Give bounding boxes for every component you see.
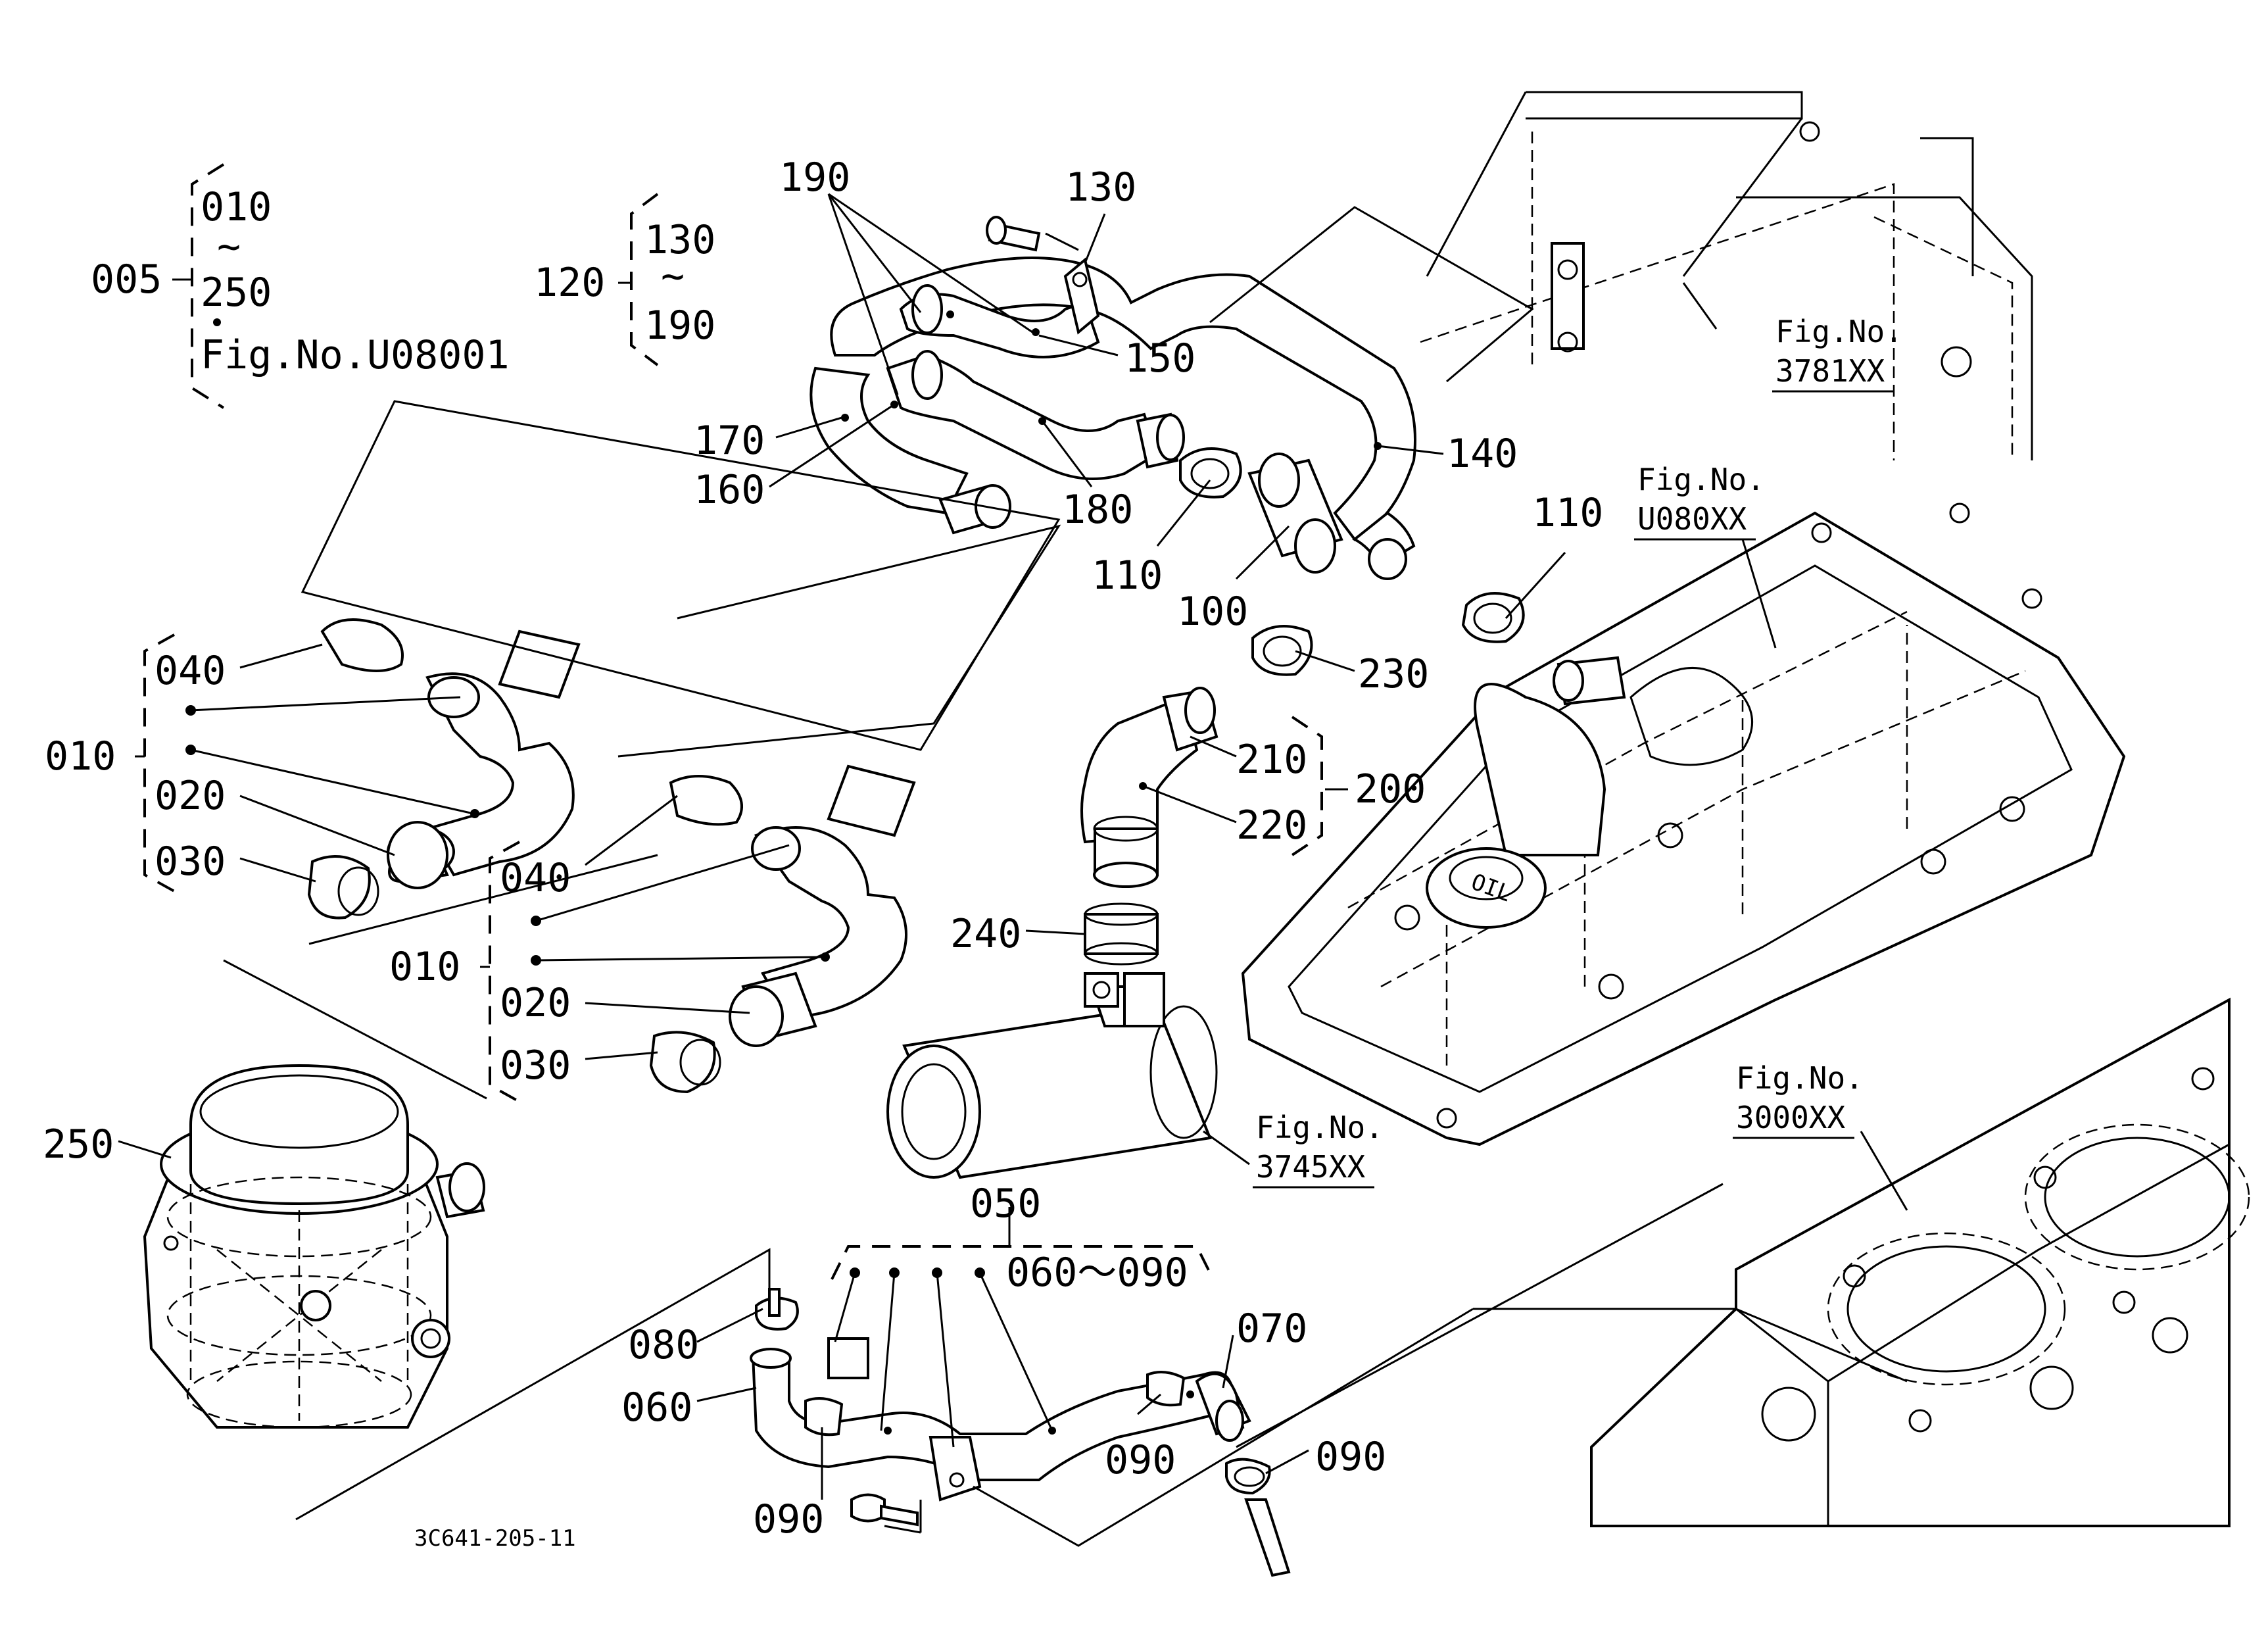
bolt-090 [850,1493,919,1527]
elbow-hose-lower [649,764,916,1094]
label-020-upper: 020 [155,773,226,819]
label-200: 200 [1355,766,1426,812]
clamp-090-right [1225,1458,1271,1495]
label-005-tilde: ~ [217,224,241,270]
label-170: 170 [694,418,765,464]
frame-bracket [1420,91,2033,460]
ref-3781-title: Fig.No. [1775,314,1903,349]
ref-3781-code: 3781XX [1775,353,1885,389]
clamp-240 [1084,902,1159,966]
assembly-brackets [143,163,1323,1280]
elbow-hose-upper [307,618,581,920]
label-090-middle: 090 [1105,1437,1176,1483]
outline-frames [223,206,1908,1547]
ref-3745-title: Fig.No. [1256,1110,1384,1145]
label-180: 180 [1062,487,1133,533]
ref-u080-title: Fig.No. [1637,462,1765,497]
label-100: 100 [1177,589,1248,635]
label-010-lower: 010 [389,944,460,990]
label-150: 150 [1124,335,1195,381]
label-005: 005 [91,257,162,303]
label-020-lower: 020 [500,980,571,1026]
label-030-upper: 030 [155,839,226,885]
breather-hose-set [809,216,1416,580]
label-130: 130 [1065,164,1136,210]
clamp-110-right [1461,592,1626,706]
label-010-upper: 010 [45,733,116,779]
leader-dots [185,318,985,1278]
drain-pipe [1244,1498,1291,1577]
label-120-from: 130 [644,217,715,263]
drain-hose-050 [750,1337,1251,1502]
ref-3745-code: 3745XX [1256,1149,1365,1185]
label-110-right: 110 [1532,490,1603,536]
label-120-tilde: ~ [661,253,685,299]
label-240: 240 [950,911,1021,957]
pipe-100 [1247,453,1343,574]
label-210: 210 [1236,737,1307,783]
label-220: 220 [1236,802,1307,848]
elbow-200 [1080,687,1218,888]
figure-references: Fig.No. 3781XX Fig.No. U080XX Fig.No. 37… [1253,314,1903,1189]
label-040-upper: 040 [155,648,226,694]
label-110-left: 110 [1092,553,1163,599]
label-005-figref: Fig.No.U08001 [201,332,510,378]
clamp-230 [1251,625,1313,676]
label-005-from: 010 [201,184,272,230]
diagram-code: 3C641-205-11 [414,1525,576,1552]
label-080: 080 [628,1322,699,1368]
ref-3000-code: 3000XX [1736,1100,1845,1135]
valve-cover: OIL [1241,503,2126,1146]
clamp-090-left [804,1397,844,1437]
group-120-label: 120 130 ~ 190 [534,217,715,349]
label-040-lower: 040 [500,855,571,901]
label-090-left: 090 [753,1496,824,1542]
group-005-label: 005 010 ~ 250 Fig.No.U08001 [91,184,510,378]
clamp-110-left [1179,447,1242,499]
intake-pipe [886,972,1218,1179]
label-070: 070 [1236,1306,1307,1352]
label-230: 230 [1358,651,1429,697]
label-250: 250 [43,1121,114,1168]
label-005-to: 250 [201,270,272,316]
ref-3000-title: Fig.No. [1736,1060,1864,1096]
leader-lines [118,193,1908,1500]
ref-u080-code: U080XX [1637,501,1747,537]
oil-separator [143,1064,485,1429]
label-050: 050 [970,1181,1041,1227]
label-120: 120 [534,260,605,306]
clamp-080 [755,1288,799,1331]
label-140: 140 [1447,431,1518,477]
label-060: 060 [621,1385,692,1431]
label-090-right: 090 [1315,1434,1386,1480]
label-050-range: 060～090 [1006,1250,1188,1296]
label-030-lower: 030 [500,1043,571,1089]
cylinder-block [1590,997,2250,1527]
label-120-to: 190 [644,303,715,349]
part-number-labels: 190 130 150 170 160 180 140 110 100 110 … [43,155,1603,1542]
label-190: 190 [779,155,850,201]
label-160: 160 [694,467,765,513]
